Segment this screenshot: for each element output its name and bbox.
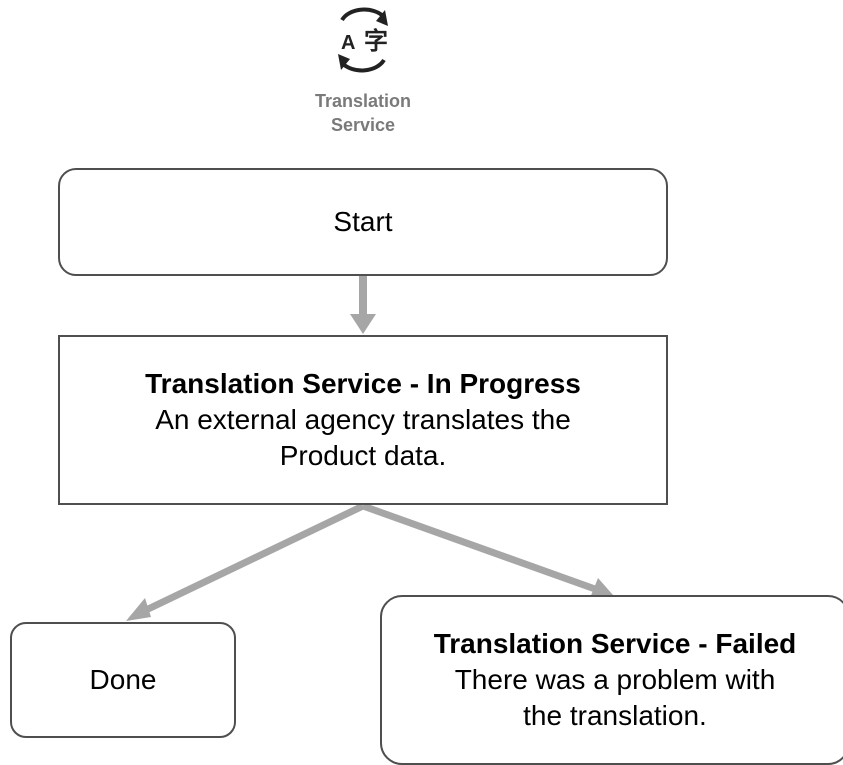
arrow-progress-to-failed <box>361 502 597 593</box>
start-node-label: Start <box>333 206 393 237</box>
in-progress-title: Translation Service - In Progress <box>145 368 581 399</box>
failed-title: Translation Service - Failed <box>433 628 797 659</box>
done-node: Done <box>10 622 236 738</box>
failed-node: Translation Service - Failed There was a… <box>380 595 843 765</box>
translation-service-header: A 字 Translation Service <box>300 2 426 138</box>
arrowhead-start-to-progress <box>350 314 376 334</box>
translate-icon-latin-glyph: A <box>341 32 355 54</box>
failed-description: There was a problem with the translation… <box>454 664 776 731</box>
start-node: Start <box>58 168 668 276</box>
translate-icon-cjk-glyph: 字 <box>364 27 388 55</box>
in-progress-description: An external agency translates the Produc… <box>155 404 571 471</box>
arrowhead-progress-to-done <box>126 598 151 621</box>
translate-icon: A 字 <box>338 7 388 73</box>
translation-service-label: Translation Service <box>314 91 412 135</box>
in-progress-node: Translation Service - In Progress An ext… <box>58 335 668 505</box>
arrow-progress-to-done <box>142 502 365 615</box>
done-node-label: Done <box>89 664 157 695</box>
